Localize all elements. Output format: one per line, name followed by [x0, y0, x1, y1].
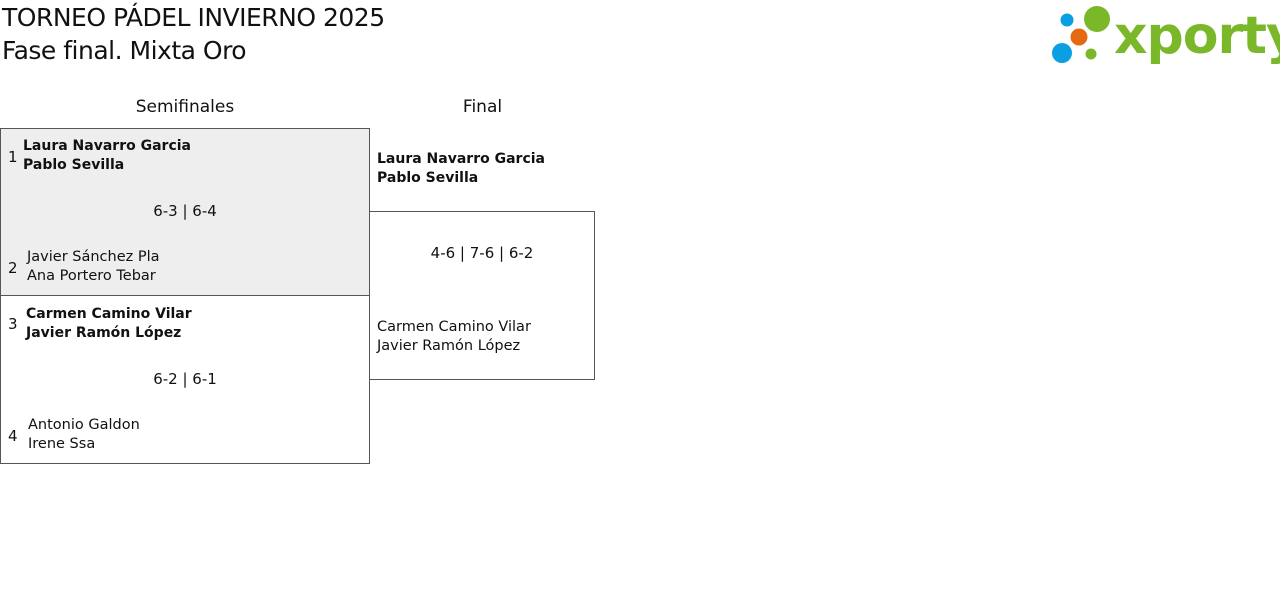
- seed-number: 2: [8, 259, 18, 277]
- seed-number: 3: [8, 315, 18, 333]
- page-subtitle: Fase final. Mixta Oro: [2, 36, 247, 65]
- team-player: Pablo Sevilla: [377, 170, 479, 186]
- match-score: 6-2 | 6-1: [153, 370, 217, 388]
- team-player: Antonio Galdon: [28, 417, 140, 433]
- round-title-final: Final: [462, 97, 503, 117]
- round-title-semifinales: Semifinales: [135, 97, 235, 117]
- final-top-team: Laura Navarro Garcia Pablo Sevilla: [377, 150, 545, 188]
- logo-wordmark: xporty: [1114, 6, 1280, 66]
- team-player: Carmen Camino Vilar: [26, 306, 192, 322]
- team-player: Pablo Sevilla: [23, 157, 125, 173]
- seed-number: 4: [8, 427, 18, 445]
- match-score: 6-3 | 6-4: [153, 202, 217, 220]
- semifinal-match-1[interactable]: 1 Laura Navarro Garcia Pablo Sevilla 6-3…: [0, 128, 370, 296]
- page-title: TORNEO PÁDEL INVIERNO 2025: [2, 3, 385, 32]
- team-player: Javier Ramón López: [26, 325, 182, 341]
- team-player: Irene Ssa: [28, 436, 96, 452]
- team-player: Carmen Camino Vilar: [377, 319, 531, 335]
- team-player: Ana Portero Tebar: [27, 268, 156, 284]
- team-player: Laura Navarro Garcia: [23, 138, 191, 154]
- semifinal-match-2[interactable]: 3 Carmen Camino Vilar Javier Ramón López…: [0, 295, 370, 464]
- colored-dots-logo-icon: [1052, 6, 1110, 63]
- seed-number: 1: [8, 148, 18, 166]
- team-player: Javier Sánchez Pla: [27, 249, 160, 265]
- match-score: 4-6 | 7-6 | 6-2: [430, 244, 534, 262]
- team-player: Javier Ramón López: [377, 338, 521, 354]
- team-player: Laura Navarro Garcia: [377, 151, 545, 167]
- final-match[interactable]: 4-6 | 7-6 | 6-2 Carmen Camino Vilar Javi…: [369, 211, 595, 380]
- xporty-logo[interactable]: xporty: [1050, 4, 1280, 68]
